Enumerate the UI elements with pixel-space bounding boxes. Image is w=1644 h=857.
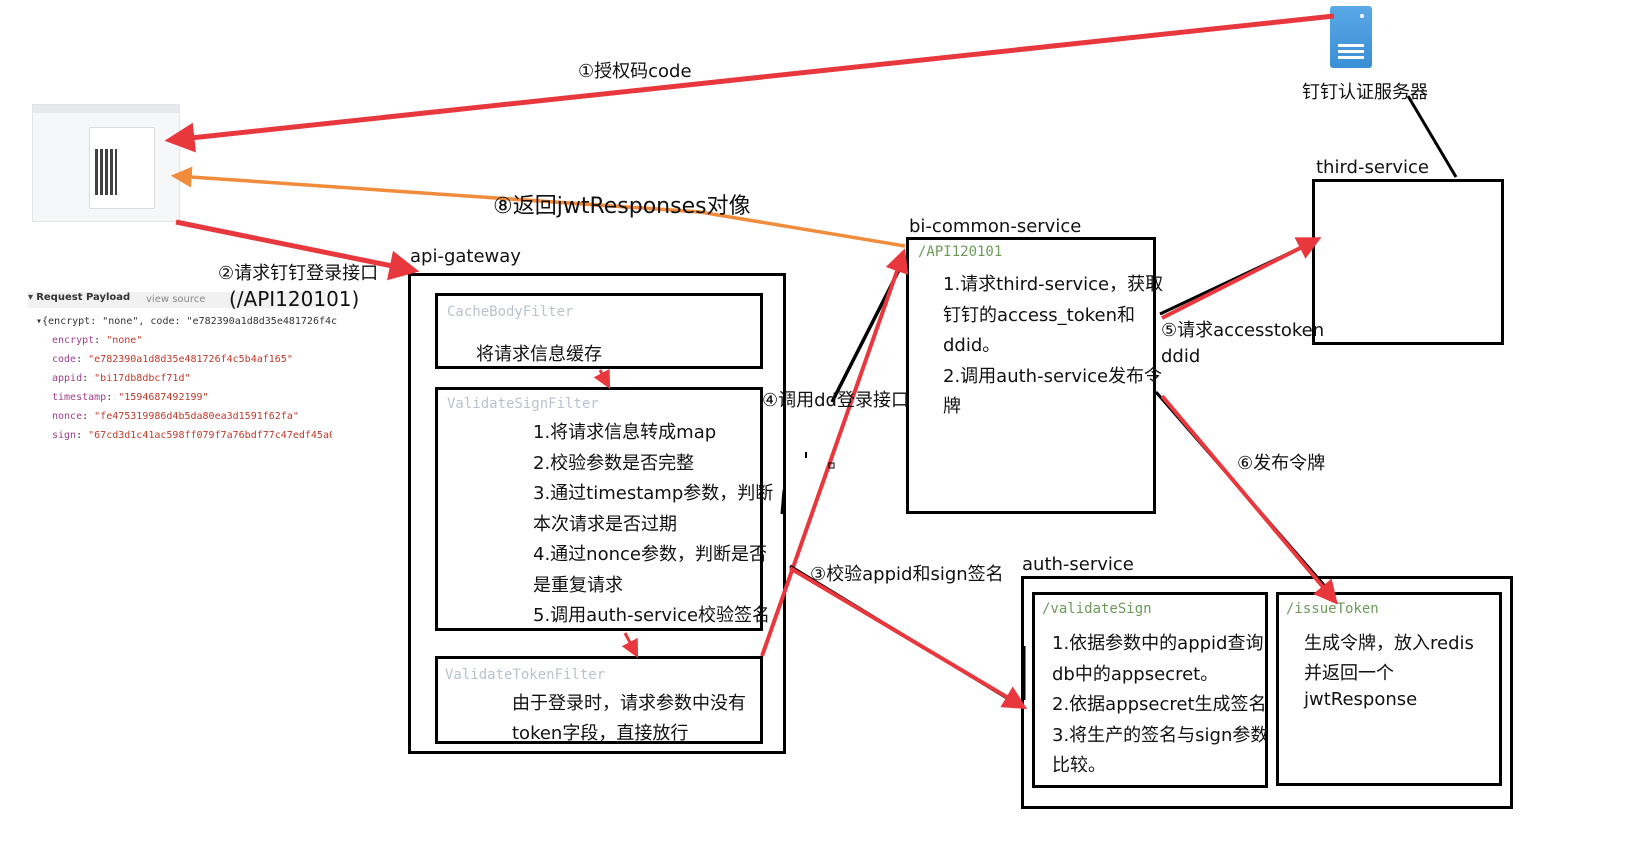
validate-token-line-1: 由于登录时，请求参数中没有 — [512, 693, 746, 714]
arrow-1 — [164, 13, 1335, 153]
arrow-5-label-1: ⑤请求accesstoken — [1161, 320, 1325, 341]
validate-sign-line-4: 本次请求是否过期 — [533, 513, 677, 535]
payload-field-key: appid — [52, 373, 83, 384]
payload-field-key: code — [52, 354, 77, 365]
payload-field-key: nonce — [52, 411, 83, 422]
arrow-6 — [1160, 394, 1338, 605]
common-line-1: 1.请求third-service，获取 — [943, 274, 1164, 295]
arrow-3-black — [789, 564, 1011, 702]
common-box: /API120101 1.请求third-service，获取钉钉的access… — [906, 237, 1163, 514]
common-line-5: 牌 — [943, 396, 961, 417]
arrow-6-black — [1154, 391, 1332, 593]
server-icon — [1330, 6, 1372, 68]
payload-field: code: "e782390a1d8d35e481726f4c5b4af165" — [52, 354, 293, 365]
payload-field: timestamp: "1594687492199" — [52, 392, 209, 403]
validate-token-box: ValidateTokenFilter 由于登录时，请求参数中没有 token字… — [435, 656, 763, 744]
validate-sign-line-2: 2.校验参数是否完整 — [533, 452, 695, 474]
validate-sign-api-box: /validateSign 1.依据参数中的appid查询 db中的appsecr… — [1032, 592, 1268, 788]
validate-sign-line-1: 1.将请求信息转成map — [533, 422, 717, 443]
arrow-8-label: ⑧返回jwtResponses对像 — [493, 194, 751, 219]
validate-sign-line-7: 5.调用auth-service校验签名 — [533, 605, 771, 626]
payload-field-key: sign — [52, 430, 77, 441]
validate-sign-name: ValidateSignFilter — [447, 396, 599, 412]
arrow-6-label: ⑥发布令牌 — [1237, 453, 1326, 474]
arrow-1-label: ①授权码code — [578, 61, 692, 82]
server-label: 钉钉认证服务器 — [1302, 82, 1428, 103]
payload-summary: ▾{encrypt: "none", code: "e782390a1d8d35… — [36, 316, 338, 327]
auth-validate-line-4: 3.将生产的签名与sign参数 — [1052, 724, 1269, 746]
qr-code-icon — [95, 149, 117, 195]
third-title: third-service — [1316, 157, 1429, 178]
auth-validate-line-2: db中的appsecret。 — [1052, 663, 1219, 685]
payload-field: nonce: "fe475319986d4b5da80ea3d1591f62fa… — [52, 411, 299, 422]
arrow-3 — [788, 566, 1028, 710]
arrow-2-path-label: (/API120101) — [229, 287, 360, 311]
payload-field-value: "none" — [106, 335, 143, 346]
payload-field-value: "bi17db8dbcf71d" — [94, 373, 191, 384]
common-line-3: ddid。 — [943, 335, 1001, 356]
issue-token-line-1: 生成令牌，放入redis — [1304, 633, 1474, 654]
common-line-2: 钉钉的access_token和 — [943, 304, 1135, 326]
validate-token-line-2: token字段，直接放行 — [512, 723, 689, 744]
validate-sign-line-6: 是重复请求 — [533, 574, 623, 596]
auth-title: auth-service — [1022, 554, 1134, 575]
auth-validate-line-1: 1.依据参数中的appid查询 — [1052, 633, 1264, 654]
cache-filter-box: CacheBodyFilter 将请求信息缓存 — [435, 293, 763, 369]
arrow-2-label: ②请求钉钉登录接口 — [218, 263, 379, 284]
arrow-4-black — [830, 267, 902, 403]
arrow-5-black — [1159, 246, 1301, 316]
validate-sign-box: ValidateSignFilter 1.将请求信息转成map 2.校验参数是否完… — [435, 387, 773, 631]
tick-mark-3 — [828, 462, 835, 469]
payload-field: encrypt: "none" — [52, 335, 143, 346]
payload-field-key: encrypt — [52, 335, 95, 346]
issue-token-box: /issueToken 生成令牌，放入redis 并返回一个 jwtRespon… — [1276, 592, 1502, 786]
issue-token-api: /issueToken — [1286, 601, 1379, 617]
arrow-4-label: ④调用dd登录接口 — [762, 390, 909, 411]
third-box — [1312, 179, 1504, 345]
payload-header: ▾ Request Payload view source — [28, 292, 326, 308]
validate-token-name: ValidateTokenFilter — [445, 667, 606, 683]
common-title: bi-common-service — [909, 216, 1082, 237]
validate-sign-line-5: 4.通过nonce参数，判断是否 — [533, 544, 767, 565]
arrow-3-label: ③校验appid和sign签名 — [810, 564, 1004, 585]
payload-field: appid: "bi17db8dbcf71d" — [52, 373, 191, 384]
common-api: /API120101 — [918, 244, 1003, 260]
issue-token-line-2: 并返回一个 — [1304, 663, 1394, 684]
payload-field: sign: "67cd3d1c41ac598ff079f7a76bdf77c47… — [52, 430, 332, 441]
arrow-5 — [1161, 237, 1322, 320]
payload-field-value: "e782390a1d8d35e481726f4c5b4af165" — [88, 354, 293, 365]
arrow-5-label-2: ddid — [1161, 346, 1201, 367]
browser-thumbnail — [32, 104, 180, 222]
view-source-link[interactable]: view source — [146, 294, 206, 305]
common-line-4: 2.调用auth-service发布令 — [943, 365, 1163, 387]
payload-field-value: "67cd3d1c41ac598ff079f7a76bdf77c47edf45a… — [88, 430, 332, 441]
validate-sign-line-3: 3.通过timestamp参数，判断 — [533, 483, 774, 504]
payload-field-value: "fe475319986d4b5da80ea3d1591f62fa" — [94, 411, 299, 422]
validate-sign-api: /validateSign — [1042, 601, 1152, 617]
payload-field-value: "1594687492199" — [118, 392, 209, 403]
gateway-title: api-gateway — [410, 246, 521, 267]
issue-token-line-3: jwtResponse — [1304, 689, 1418, 710]
auth-validate-line-3: 2.依据appsecret生成签名 — [1052, 694, 1267, 715]
auth-validate-line-5: 比较。 — [1052, 755, 1106, 776]
payload-field-key: timestamp — [52, 392, 107, 403]
cache-filter-name: CacheBodyFilter — [447, 304, 574, 320]
cache-filter-text: 将请求信息缓存 — [476, 344, 602, 365]
